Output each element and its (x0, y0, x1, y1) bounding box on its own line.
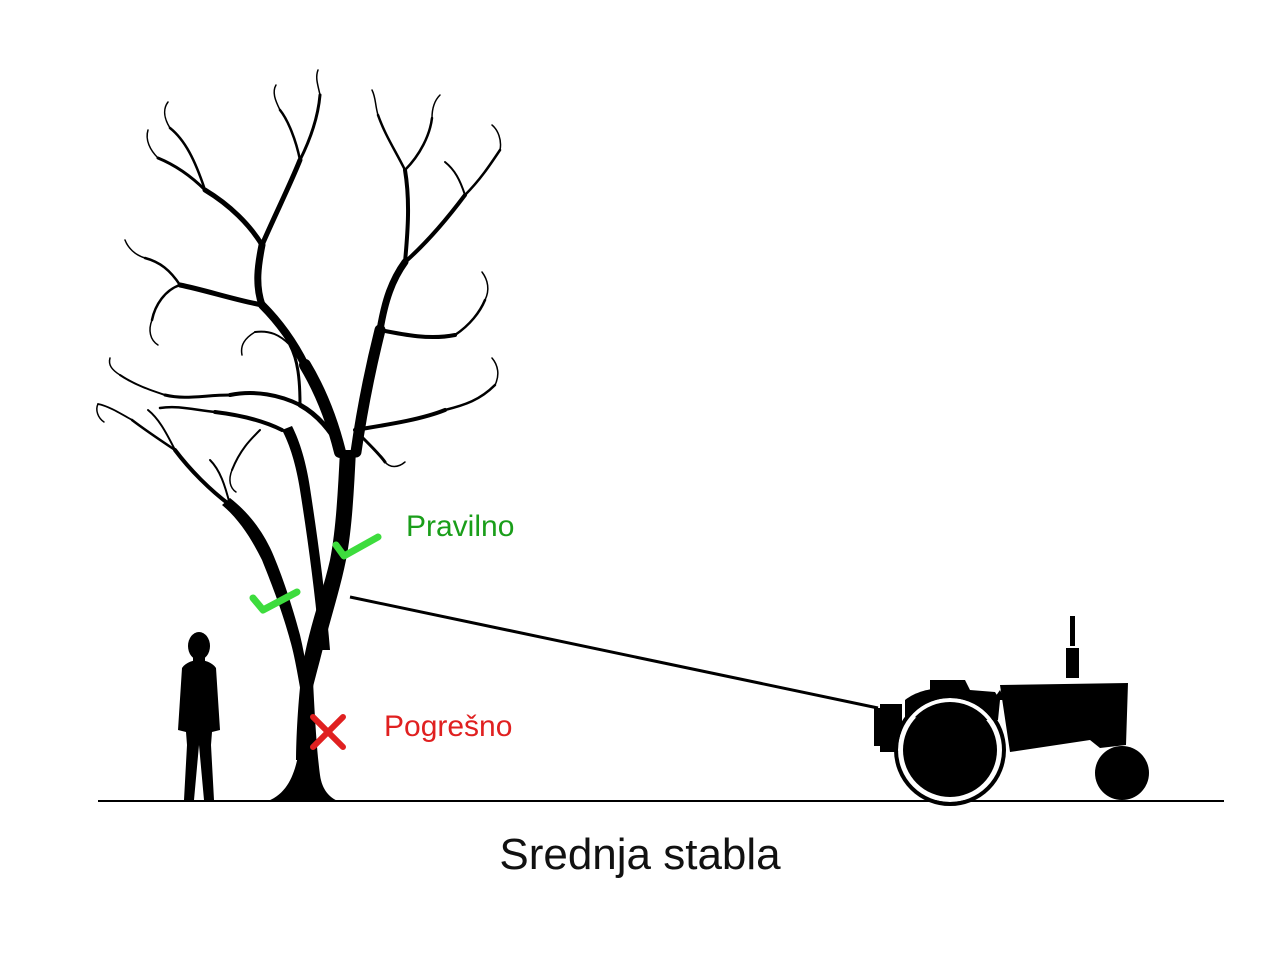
caption-title: Srednja stabla (499, 830, 781, 879)
correct-check-mark-lower (249, 588, 301, 614)
person-silhouette (178, 632, 220, 800)
correct-check-mark-upper (332, 533, 382, 560)
pulling-rope (349, 595, 879, 710)
wrong-label: Pogrešno (384, 710, 513, 743)
correct-label: Pravilno (406, 510, 515, 543)
wrong-cross-icon (310, 714, 346, 750)
tractor-silhouette (874, 616, 1149, 806)
tree-illustration (96, 69, 502, 801)
